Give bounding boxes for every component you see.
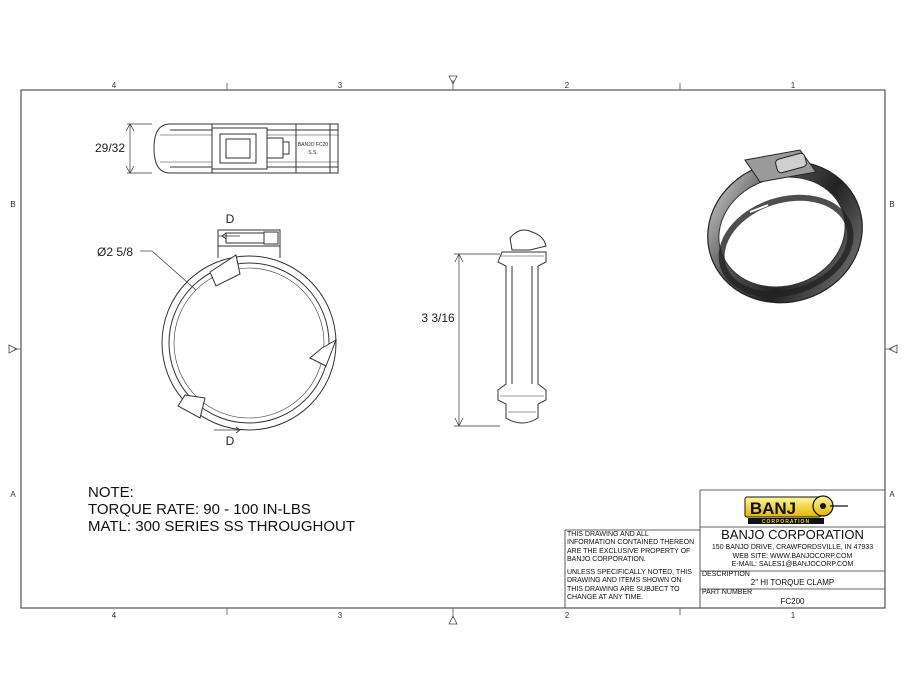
zone-top-3: 3	[338, 81, 343, 90]
zone-top-4: 4	[112, 81, 117, 90]
part-number-value: FC200	[780, 597, 805, 606]
change-disclaimer: UNLESS SPECIFICALLY NOTED, THIS DRAWING …	[567, 569, 692, 602]
zone-bottom-3: 3	[338, 611, 343, 620]
height-dimension: 3 3/16	[421, 311, 455, 325]
description-value: 2" HI TORQUE CLAMP	[750, 578, 835, 587]
section-label-bottom: D	[226, 434, 235, 448]
zone-left-b: B	[10, 200, 15, 209]
zone-bottom-4: 4	[112, 611, 117, 620]
disclaimer-line: THIS DRAWING AND ALL	[567, 531, 649, 538]
part-number-label: PART NUMBER	[702, 589, 753, 596]
zone-bottom-1: 1	[791, 611, 796, 620]
notes-torque: TORQUE RATE: 90 - 100 IN-LBS	[88, 501, 311, 518]
zone-bottom-2: 2	[565, 611, 570, 620]
ownership-disclaimer: THIS DRAWING AND ALL INFORMATION CONTAIN…	[567, 531, 694, 564]
section-label-top: D	[226, 212, 235, 226]
zone-right-b: B	[889, 200, 894, 209]
band-marking-2: S.S.	[308, 150, 317, 156]
zone-right-a: A	[889, 490, 895, 499]
disclaimer-line: DRAWING AND ITEMS SHOWN ON	[567, 577, 682, 585]
section-view	[454, 229, 547, 427]
company-name: BANJO CORPORATION	[721, 527, 864, 542]
zone-top-1: 1	[791, 81, 796, 90]
title-block-frame	[564, 489, 885, 608]
width-dimension: 29/32	[95, 141, 125, 155]
front-view	[140, 229, 337, 434]
disclaimer-line: ARE THE EXCLUSIVE PROPERTY OF	[567, 547, 691, 555]
top-view	[125, 123, 339, 174]
company-website: WEB SITE: WWW.BANJOCORP.COM	[732, 552, 853, 560]
logo-text: BANJ	[750, 499, 796, 518]
notes-heading: NOTE:	[88, 484, 134, 501]
zone-top-2: 2	[565, 81, 570, 90]
notes-material: MATL: 300 SERIES SS THROUGHOUT	[88, 518, 356, 535]
company-email: E-MAIL: SALES1@BANJOCORP.COM	[731, 561, 854, 568]
disclaimer-line: BANJO CORPORATION.	[567, 555, 646, 563]
disclaimer-line: INFORMATION CONTAINED THEREON	[567, 539, 695, 547]
zone-left-a: A	[10, 490, 16, 499]
notes-block: NOTE: TORQUE RATE: 90 - 100 IN-LBS MATL:…	[88, 484, 355, 535]
disclaimer-line: CHANGE AT ANY TIME.	[567, 593, 644, 601]
logo-subtext: CORPORATION	[762, 519, 810, 525]
company-address: 150 BANJO DRIVE, CRAWFORDSVILLE, IN 4793…	[711, 544, 874, 551]
centering-marks	[8, 75, 898, 625]
band-marking-1: BANJO FC20	[298, 142, 329, 148]
diameter-dimension: Ø2 5/8	[97, 245, 133, 259]
disclaimer-line: THIS DRAWING ARE SUBJECT TO	[567, 585, 680, 593]
disclaimer-line: UNLESS SPECIFICALLY NOTED, THIS	[567, 569, 692, 576]
isometric-render	[707, 149, 863, 304]
banjo-logo: BANJ CORPORATION	[744, 495, 848, 525]
description-label: DESCRIPTION	[702, 571, 750, 578]
